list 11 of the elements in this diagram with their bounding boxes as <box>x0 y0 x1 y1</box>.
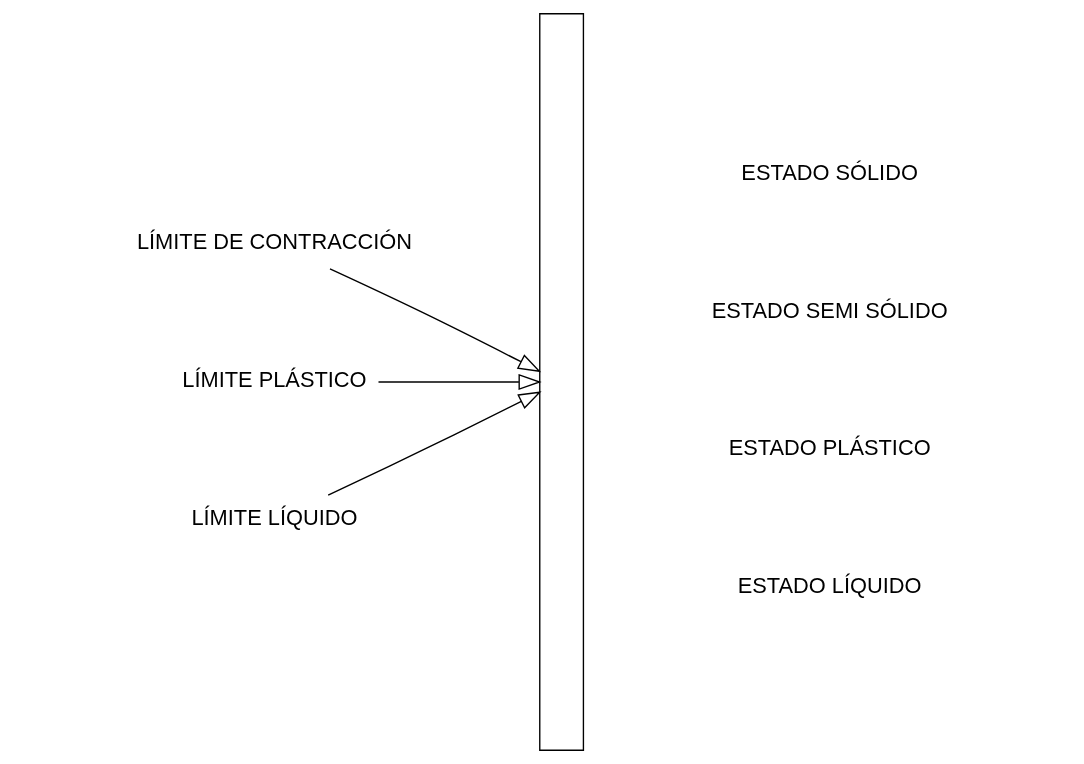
node-text: LÍMITE DE CONTRACCIÓN <box>136 229 412 255</box>
label: ESTADO LÍQUIDO <box>737 573 922 599</box>
node-bar <box>538 13 584 751</box>
label: ESTADO SÓLIDO <box>740 159 918 185</box>
arrow <box>328 268 541 373</box>
label: ESTADO SEMI SÓLIDO <box>711 297 948 323</box>
arrow <box>327 391 542 496</box>
arrow <box>377 373 542 391</box>
label: ESTADO PLÁSTICO <box>728 435 931 461</box>
node-text: LÍMITE LÍQUIDO <box>190 504 357 530</box>
node-text: LÍMITE PLÁSTICO <box>181 367 367 393</box>
